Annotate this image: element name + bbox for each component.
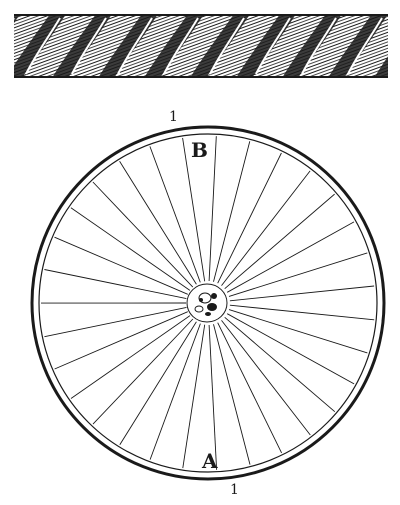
- spoke-line: [54, 311, 188, 370]
- spoke-line: [70, 207, 191, 291]
- spoke-line: [119, 321, 197, 446]
- spoke-line: [224, 193, 335, 290]
- spoke-line: [44, 269, 187, 300]
- spoke-line: [217, 322, 283, 454]
- rope-strand-shadow: [374, 56, 388, 78]
- spoke-line: [70, 315, 191, 399]
- spoke-line: [228, 309, 368, 354]
- rope-strand-shadow: [52, 14, 112, 78]
- radial-spokes: [40, 136, 375, 470]
- center-hub: [186, 283, 228, 323]
- rope-strand-shadow: [14, 14, 20, 24]
- rope-strand-highlight: [301, 17, 337, 75]
- rope-strand-shadow: [236, 14, 296, 78]
- rope-strand-shadow: [328, 14, 388, 78]
- label-a: A: [201, 449, 218, 473]
- spoke-line: [221, 320, 311, 436]
- spoke-line: [229, 304, 375, 321]
- spoke-line: [213, 324, 251, 465]
- spoke-line: [92, 318, 194, 425]
- spoke-line: [217, 152, 282, 284]
- spoke-line: [224, 316, 336, 413]
- rope-strand-highlight: [255, 17, 291, 75]
- outer-rim: [30, 125, 386, 481]
- rope-strand-shadow: [98, 14, 158, 78]
- rope-strand-highlight: [394, 18, 400, 74]
- rope-strand-highlight: [117, 17, 153, 75]
- rope-cross-section: B A 1 1: [30, 109, 386, 498]
- label-top-1: 1: [169, 109, 178, 125]
- spoke-line: [228, 252, 368, 297]
- rope-strand-shadow: [144, 14, 204, 78]
- twisted-rope-illustration: [14, 14, 400, 78]
- spoke-line: [182, 137, 206, 282]
- spoke-line: [119, 161, 197, 285]
- rope-strand-shadow: [282, 14, 342, 78]
- spoke-line: [226, 221, 355, 293]
- spoke-line: [226, 313, 355, 385]
- spoke-line: [182, 324, 206, 469]
- rope-strand-shadow: [190, 14, 250, 78]
- spoke-line: [149, 323, 201, 460]
- spoke-line: [221, 170, 311, 286]
- label-b: B: [191, 138, 208, 162]
- rope-strand-highlight: [209, 17, 245, 75]
- spoke-line: [229, 285, 375, 302]
- rope-strands: [14, 14, 400, 78]
- rope-strand-highlight: [71, 17, 107, 75]
- rope-strand-highlight: [347, 17, 383, 75]
- spoke-line: [213, 141, 251, 282]
- spoke-line: [92, 181, 194, 288]
- rope-strand-highlight: [14, 18, 15, 20]
- rope-strand-highlight: [25, 17, 61, 75]
- spoke-line: [44, 306, 187, 338]
- spoke-line: [208, 324, 218, 470]
- spoke-line: [208, 136, 217, 282]
- inner-rim: [38, 133, 378, 473]
- label-bottom-1: 1: [230, 482, 239, 498]
- rope-strand-highlight: [163, 17, 199, 75]
- spoke-line: [149, 146, 201, 283]
- spoke-line: [54, 236, 188, 295]
